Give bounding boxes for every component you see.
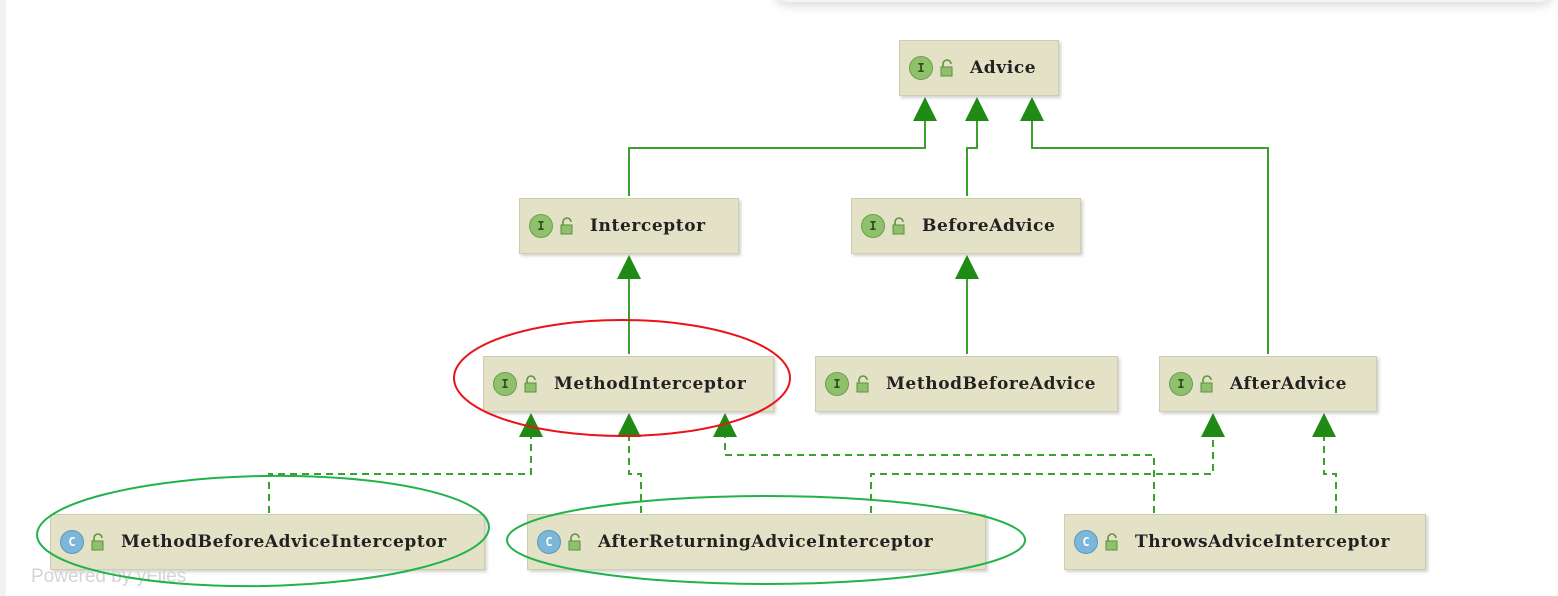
open-lock-icon xyxy=(91,533,104,551)
node-label: ThrowsAdviceInterceptor xyxy=(1135,532,1391,552)
node-method-before-advice-interceptor[interactable]: C MethodBeforeAdviceInterceptor xyxy=(50,514,485,570)
open-lock-icon xyxy=(568,533,581,551)
node-method-before-advice[interactable]: I MethodBeforeAdvice xyxy=(815,356,1118,412)
node-label: Interceptor xyxy=(590,216,706,236)
class-icon: C xyxy=(537,530,561,554)
arrowhead xyxy=(913,97,937,121)
arrowhead xyxy=(1020,97,1044,121)
edge-mbai-to-method-interceptor xyxy=(268,416,532,513)
arrowhead xyxy=(965,97,989,121)
node-throws-advice-interceptor[interactable]: C ThrowsAdviceInterceptor xyxy=(1064,514,1426,570)
node-before-advice[interactable]: I BeforeAdvice xyxy=(851,198,1081,254)
edge-interceptor-to-advice xyxy=(628,100,926,196)
node-label: MethodBeforeAdvice xyxy=(886,374,1097,394)
top-toolbar xyxy=(774,0,1554,2)
open-lock-icon xyxy=(524,375,537,393)
edge-after-advice-to-advice xyxy=(1031,100,1269,354)
interface-icon: I xyxy=(861,214,885,238)
interface-icon: I xyxy=(909,56,933,80)
arrowhead xyxy=(713,413,737,437)
open-lock-icon xyxy=(1200,375,1213,393)
class-icon: C xyxy=(1074,530,1098,554)
open-lock-icon xyxy=(856,375,869,393)
interface-icon: I xyxy=(1169,372,1193,396)
edge-tai-to-method-interceptor xyxy=(724,416,1155,513)
arrowhead xyxy=(1312,413,1336,437)
edge-before-advice-to-advice xyxy=(966,100,978,196)
node-label: Advice xyxy=(970,58,1037,78)
powered-by-watermark: Powered by yFiles xyxy=(31,566,187,587)
edge-arai-to-after-advice xyxy=(870,416,1214,513)
node-label: MethodInterceptor xyxy=(554,374,747,394)
node-advice[interactable]: I Advice xyxy=(899,40,1059,96)
arrowhead xyxy=(955,255,979,279)
open-lock-icon xyxy=(940,59,953,77)
edges-layer xyxy=(268,97,1337,513)
arrowhead xyxy=(617,255,641,279)
open-lock-icon xyxy=(560,217,573,235)
interface-icon: I xyxy=(825,372,849,396)
class-icon: C xyxy=(60,530,84,554)
node-label: AfterAdvice xyxy=(1230,374,1348,394)
open-lock-icon xyxy=(1105,533,1118,551)
open-lock-icon xyxy=(892,217,905,235)
node-after-advice[interactable]: I AfterAdvice xyxy=(1159,356,1377,412)
node-label: BeforeAdvice xyxy=(922,216,1056,236)
node-interceptor[interactable]: I Interceptor xyxy=(519,198,739,254)
arrowhead xyxy=(519,413,543,437)
interface-icon: I xyxy=(493,372,517,396)
node-method-interceptor[interactable]: I MethodInterceptor xyxy=(483,356,774,412)
arrowhead xyxy=(1201,413,1225,437)
node-label: MethodBeforeAdviceInterceptor xyxy=(121,532,447,552)
interface-icon: I xyxy=(529,214,553,238)
node-label: AfterReturningAdviceInterceptor xyxy=(598,532,934,552)
node-after-returning-advice-interceptor[interactable]: C AfterReturningAdviceInterceptor xyxy=(527,514,986,570)
arrowhead xyxy=(617,413,641,437)
